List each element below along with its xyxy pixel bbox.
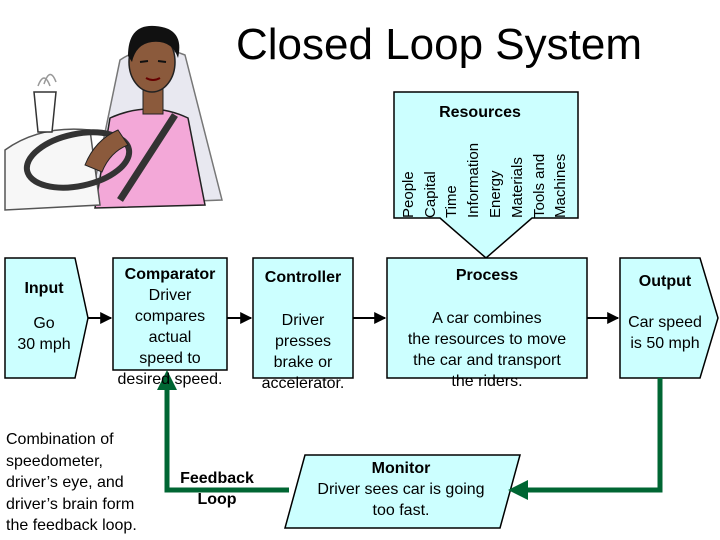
process-label: Process A car combines the resources to … <box>387 265 587 392</box>
feedback-note-line: speedometer, <box>6 452 103 470</box>
monitor-line: too fast. <box>372 502 430 519</box>
output-line: is 50 mph <box>630 335 700 352</box>
feedback-note-line: Combination of <box>6 431 114 448</box>
feedback-loop-line: Feedback <box>180 470 254 487</box>
feedback-note-line: driver’s brain form <box>6 495 135 513</box>
input-box <box>4 257 89 379</box>
feedback-path-monitor-to-comparator <box>157 370 289 493</box>
process-title: Process <box>455 267 519 284</box>
feedback-path-output-to-monitor <box>508 378 663 500</box>
controller-line: accelerator. <box>261 375 345 392</box>
resource-item: Energy <box>487 170 504 218</box>
monitor-label: Monitor Driver sees car is going too fas… <box>290 458 512 521</box>
input-line: 30 mph <box>17 336 71 353</box>
resource-item: Materials <box>509 157 526 218</box>
input-label: Input Go 30 mph <box>5 278 83 355</box>
comparator-label: Comparator Driver compares actual speed … <box>105 264 235 390</box>
controller-box <box>252 257 354 379</box>
resource-item: Tools and <box>531 153 548 218</box>
output-line: Car speed <box>628 314 702 331</box>
resources-list: People Capital Time Information Energy M… <box>400 118 580 218</box>
controller-title: Controller <box>264 269 342 286</box>
driver-eye <box>157 60 167 63</box>
resources-arrow <box>393 91 579 259</box>
diagram-title: Closed Loop System <box>236 20 642 69</box>
steam <box>37 77 51 87</box>
resource-item: Capital <box>422 171 439 218</box>
comparator-line: speed to <box>139 350 201 367</box>
process-line: A car combines <box>432 310 542 327</box>
driver-mouth <box>145 77 161 81</box>
feedback-note: Combination of speedometer, driver’s eye… <box>6 429 166 537</box>
feedback-loop-label: Feedback Loop <box>172 468 262 510</box>
driver-eye <box>139 60 149 63</box>
driver-arm <box>84 129 129 173</box>
controller-label: Controller Driver presses brake or accel… <box>253 267 353 394</box>
steering-wheel <box>23 129 133 191</box>
resource-item: Information <box>465 142 482 218</box>
comparator-line: Driver <box>148 287 192 304</box>
coffee-cup <box>33 91 57 133</box>
comparator-box <box>112 257 228 371</box>
comparator-title: Comparator <box>124 266 216 283</box>
seat-belt <box>117 113 178 202</box>
feedback-note-line: driver’s eye, and <box>6 474 124 491</box>
monitor-title: Monitor <box>371 460 431 477</box>
feedback-note-line: the feedback loop. <box>6 517 137 534</box>
input-line: Go <box>33 315 55 332</box>
process-box <box>386 257 588 379</box>
output-box <box>619 257 719 379</box>
controller-line: Driver <box>281 312 325 329</box>
resource-item: Time <box>443 185 460 218</box>
comparator-line: actual <box>148 329 192 346</box>
controller-line: presses <box>274 333 332 350</box>
driver-illustration <box>4 25 223 211</box>
output-label: Output Car speed is 50 mph <box>618 271 712 354</box>
monitor-line: Driver sees car is going <box>317 481 485 498</box>
comparator-line: desired speed. <box>117 371 223 388</box>
process-line: the riders. <box>451 373 523 390</box>
driver-hair <box>128 25 180 62</box>
comparator-line: compares <box>134 308 206 325</box>
process-line: the resources to move <box>407 331 567 348</box>
resource-item: People <box>400 171 417 218</box>
resource-item: Machines <box>552 153 569 218</box>
output-title: Output <box>638 273 692 290</box>
steam <box>43 73 57 85</box>
resources-title: Resources <box>439 104 521 121</box>
monitor-box <box>284 454 521 529</box>
feedback-loop-line: Loop <box>197 491 237 508</box>
input-title: Input <box>24 280 64 297</box>
process-line: the car and transport <box>413 352 561 369</box>
controller-line: brake or <box>273 354 333 371</box>
